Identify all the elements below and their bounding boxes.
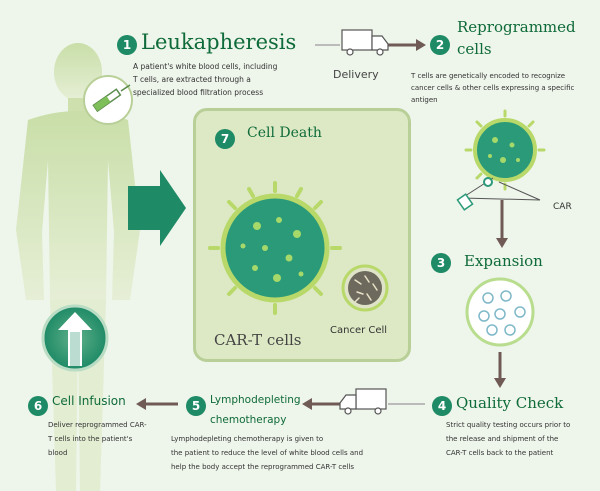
step-4-description: Strict quality testing occurs prior to t…: [446, 418, 598, 460]
car-t-cells-label: CAR-T cells: [214, 331, 302, 349]
description-line: blood: [48, 449, 68, 457]
description-line: CAR-T cells back to the patient: [446, 449, 554, 457]
step-2-title: Reprogrammed cells: [457, 16, 576, 60]
description-line: A patient's white blood cells, including: [133, 62, 278, 71]
step-1-description: A patient's white blood cells, including…: [133, 60, 313, 99]
description-line: Deliver reprogrammed CAR-: [48, 421, 147, 429]
description-line: the patient to reduce the level of white…: [171, 449, 364, 457]
top-arrow: [315, 39, 426, 51]
truck-icon: [341, 29, 389, 56]
up-arrow-icon: [41, 304, 109, 372]
step-5-badge: 5: [186, 396, 206, 416]
description-line: cancer cells & other cells expressing a …: [411, 84, 575, 92]
description-line: Lymphodepleting chemotherapy is given to: [171, 435, 324, 443]
description-line: specialized blood filtration process: [133, 88, 264, 97]
description-line: the release and shipment of the: [446, 435, 559, 443]
big-right-arrow: [128, 170, 186, 246]
step-4-title: Quality Check: [456, 394, 564, 412]
step-2-description: T cells are genetically encoded to recog…: [411, 70, 599, 106]
step-5-description: Lymphodepleting chemotherapy is given to…: [171, 432, 411, 474]
step-7-badge: 7: [215, 129, 235, 149]
step-3-badge: 3: [431, 253, 451, 273]
description-line: antigen: [411, 96, 438, 104]
delivery-label: Delivery: [333, 68, 379, 81]
truck-icon: [339, 388, 387, 415]
cancer-cell-label: Cancer Cell: [330, 325, 388, 336]
description-line: T cells into the patient's: [48, 435, 133, 443]
step-2-badge: 2: [430, 35, 450, 55]
step-5-title: Lymphodepleting chemotherapy: [210, 390, 301, 430]
petri-dish-icon: [465, 277, 535, 347]
step-6-badge: 6: [28, 396, 48, 416]
title-line: Reprogrammed: [457, 18, 576, 36]
car-label: CAR: [553, 202, 572, 212]
step-4-badge: 4: [432, 396, 452, 416]
description-line: help the body accept the reprogrammed CA…: [171, 463, 355, 471]
syringe-icon: [83, 75, 133, 125]
step-1-title: Leukapheresis: [141, 30, 297, 54]
description-line: Strict quality testing occurs prior to: [446, 421, 571, 429]
description-line: T cells, are extracted through a: [133, 75, 251, 84]
title-line: Lymphodepleting: [210, 394, 301, 406]
cell-death-graphics: [208, 181, 389, 315]
step-7-title: Cell Death: [247, 125, 322, 141]
title-line: chemotherapy: [210, 414, 287, 426]
title-line: cells: [457, 40, 492, 58]
step-6-description: Deliver reprogrammed CAR- T cells into t…: [48, 418, 166, 460]
car-t-cell-icon: [208, 181, 342, 315]
step-1-badge: 1: [117, 35, 137, 55]
description-line: T cells are genetically encoded to recog…: [411, 72, 566, 80]
car-t-cell-icon: [456, 109, 546, 211]
step-6-title: Cell Infusion: [52, 394, 126, 408]
step-3-title: Expansion: [464, 252, 543, 270]
cancer-cell-icon: [341, 264, 389, 312]
